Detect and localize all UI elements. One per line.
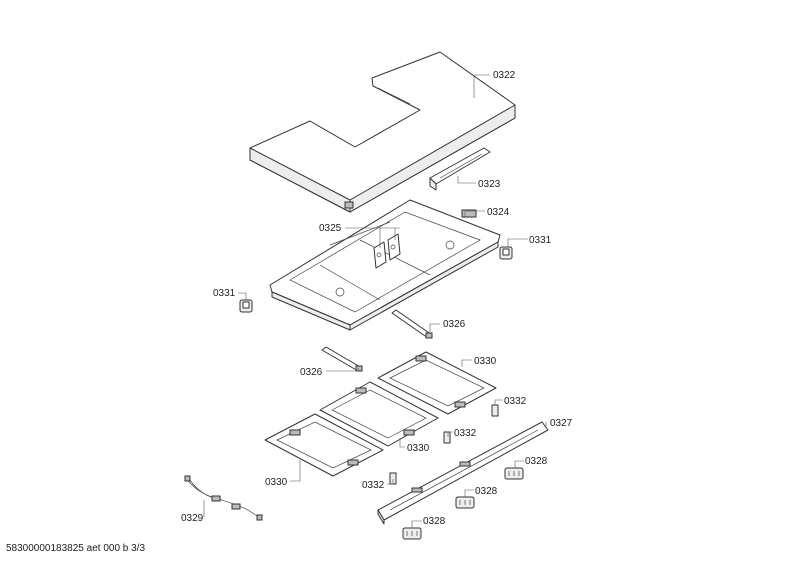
part-0330-frame-right (377, 351, 497, 415)
label-0331-left: 0331 (213, 288, 236, 299)
part-0326-rail-upper (391, 309, 433, 339)
label-0331-right: 0331 (529, 235, 552, 246)
part-0327-front-strip (377, 421, 549, 525)
part-0332-clip-middle (443, 431, 451, 444)
part-0328-switch-middle (455, 496, 475, 509)
label-0328-middle: 0328 (475, 486, 498, 497)
part-0330-frame-left (264, 413, 384, 477)
part-0331-knob-left (239, 299, 253, 313)
part-0324-main-tray (269, 199, 501, 331)
part-0328-switch-right (504, 467, 524, 480)
label-0322: 0322 (493, 70, 516, 81)
part-0323-handle (429, 147, 491, 191)
part-0332-clip-upper (491, 404, 499, 417)
part-0325-brackets (373, 233, 401, 269)
label-0329: 0329 (181, 513, 204, 524)
label-0328-right: 0328 (525, 456, 548, 467)
label-0332-upper: 0332 (504, 396, 527, 407)
part-0322-cover-panel (249, 51, 516, 213)
part-0326-rail-lower (321, 346, 363, 372)
leader-lines (203, 74, 547, 528)
label-0326-upper: 0326 (443, 319, 466, 330)
part-0330-frame-middle (319, 381, 439, 447)
label-0325: 0325 (319, 223, 342, 234)
label-0326-lower: 0326 (300, 367, 323, 378)
label-0327: 0327 (550, 418, 573, 429)
label-0332-middle: 0332 (454, 428, 477, 439)
part-0328-switch-left (402, 527, 422, 540)
label-0328-left: 0328 (423, 516, 446, 527)
label-0324: 0324 (487, 207, 510, 218)
label-0330-left: 0330 (265, 477, 288, 488)
label-0332-lower: 0332 (362, 480, 385, 491)
part-0331-knob-right (499, 246, 513, 260)
label-0323: 0323 (478, 179, 501, 190)
label-0330-middle: 0330 (407, 443, 430, 454)
label-0330-right: 0330 (474, 356, 497, 367)
part-0329-cable-harness (184, 475, 263, 521)
document-footer-code: 58300000183825 aet 000 b 3/3 (6, 543, 146, 554)
